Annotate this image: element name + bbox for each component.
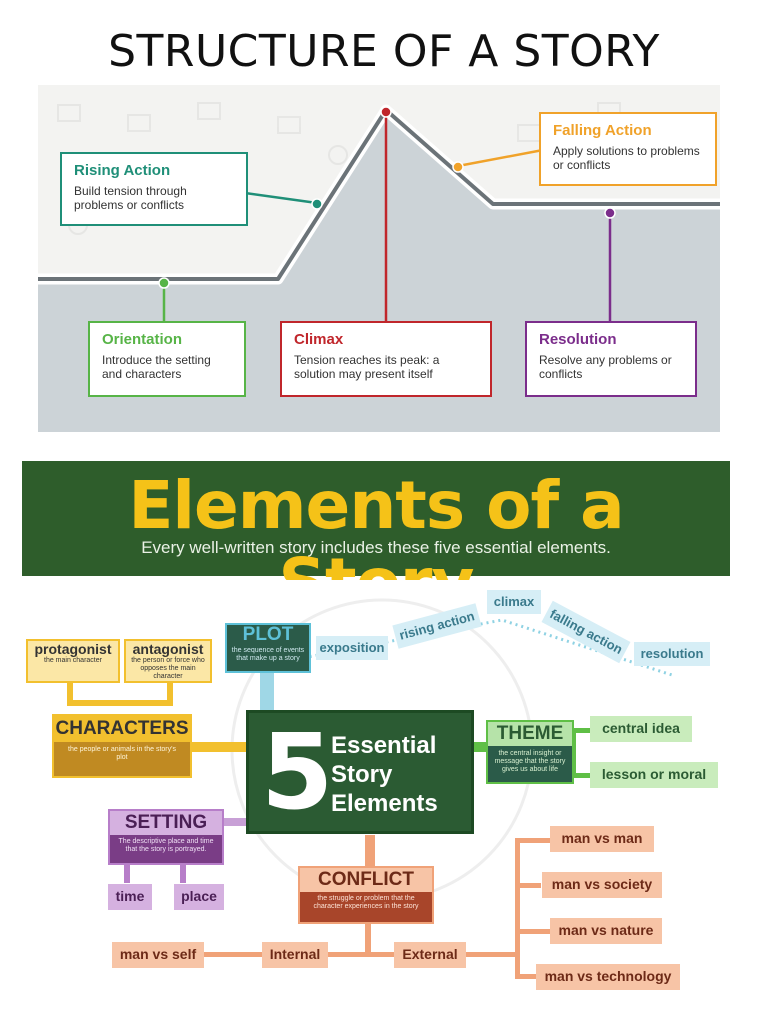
orientation-title: Orientation bbox=[102, 331, 183, 348]
setting-node: SETTING The descriptive place and time t… bbox=[108, 809, 224, 865]
plot-stage-resolution: resolution bbox=[634, 642, 710, 666]
elements-mind-map: PLOT the sequence of events that make up… bbox=[22, 580, 730, 992]
theme-node: THEME the central insight or message tha… bbox=[486, 720, 574, 784]
resolution-title: Resolution bbox=[539, 331, 617, 348]
falling-action-box: Falling Action Apply solutions to proble… bbox=[539, 112, 717, 186]
antagonist-desc: the person or force who opposes the main… bbox=[131, 657, 205, 680]
center-line-3: Elements bbox=[331, 790, 438, 817]
resolution-box: Resolution Resolve any problems or confl… bbox=[525, 321, 697, 397]
protagonist-desc: the main character bbox=[44, 657, 102, 664]
climax-title: Climax bbox=[294, 331, 344, 348]
conflict-title: CONFLICT bbox=[300, 868, 432, 892]
conflict-external: External bbox=[394, 942, 466, 968]
characters-node: CHARACTERS the people or animals in the … bbox=[52, 714, 192, 778]
characters-title: CHARACTERS bbox=[54, 716, 190, 742]
theme-desc: the central insight or message that the … bbox=[494, 750, 566, 773]
story-structure-diagram: Rising Action Build tension through prob… bbox=[38, 85, 720, 432]
page-title: STRUCTURE OF A STORY bbox=[108, 26, 660, 77]
center-line-1: Essential bbox=[331, 732, 437, 759]
protagonist-label: protagonist bbox=[34, 641, 112, 657]
antagonist-label: antagonist bbox=[132, 641, 204, 657]
center-node: 5 Essential Story Elements bbox=[246, 710, 474, 834]
protagonist-node: protagonist the main character bbox=[26, 639, 120, 683]
conflict-man-vs-self: man vs self bbox=[112, 942, 204, 968]
elements-banner: Elements of a Story Every well-written s… bbox=[22, 461, 730, 621]
orientation-desc: Introduce the setting and characters bbox=[102, 353, 211, 381]
theme-item-lesson: lesson or moral bbox=[590, 762, 718, 788]
conflict-man-vs-society: man vs society bbox=[542, 872, 662, 898]
climax-desc: Tension reaches its peak: a solution may… bbox=[294, 353, 440, 381]
rising-action-desc: Build tension through problems or confli… bbox=[74, 184, 187, 212]
characters-desc: the people or animals in the story's plo… bbox=[68, 746, 176, 761]
conflict-man-vs-nature: man vs nature bbox=[550, 918, 662, 944]
plot-node: PLOT the sequence of events that make up… bbox=[225, 623, 311, 673]
antagonist-node: antagonist the person or force who oppos… bbox=[124, 639, 212, 683]
rising-action-title: Rising Action bbox=[74, 162, 171, 179]
orientation-box: Orientation Introduce the setting and ch… bbox=[88, 321, 246, 397]
conflict-man-vs-technology: man vs technology bbox=[536, 964, 680, 990]
resolution-desc: Resolve any problems or conflicts bbox=[539, 353, 672, 381]
theme-item-central-idea: central idea bbox=[590, 716, 692, 742]
falling-action-desc: Apply solutions to problems or conflicts bbox=[553, 144, 700, 172]
conflict-man-vs-man: man vs man bbox=[550, 826, 654, 852]
theme-title: THEME bbox=[488, 722, 572, 746]
falling-action-title: Falling Action bbox=[553, 122, 652, 139]
setting-desc: The descriptive place and time that the … bbox=[118, 838, 214, 853]
plot-stage-climax: climax bbox=[487, 590, 541, 614]
plot-stage-exposition: exposition bbox=[316, 636, 388, 660]
setting-item-time: time bbox=[108, 884, 152, 910]
center-line-2: Story bbox=[331, 761, 393, 788]
setting-title: SETTING bbox=[110, 811, 222, 835]
conflict-internal: Internal bbox=[262, 942, 328, 968]
center-text: Essential Story Elements bbox=[331, 731, 438, 818]
plot-title: PLOT bbox=[242, 624, 294, 645]
plot-desc: the sequence of events that make up a st… bbox=[231, 647, 305, 662]
rising-action-box: Rising Action Build tension through prob… bbox=[60, 152, 248, 226]
climax-box: Climax Tension reaches its peak: a solut… bbox=[280, 321, 492, 397]
conflict-node: CONFLICT the struggle or problem that th… bbox=[298, 866, 434, 924]
center-number: 5 bbox=[261, 711, 334, 833]
setting-item-place: place bbox=[174, 884, 224, 910]
elements-subtitle: Every well-written story includes these … bbox=[141, 538, 611, 557]
conflict-desc: the struggle or problem that the charact… bbox=[313, 895, 419, 910]
